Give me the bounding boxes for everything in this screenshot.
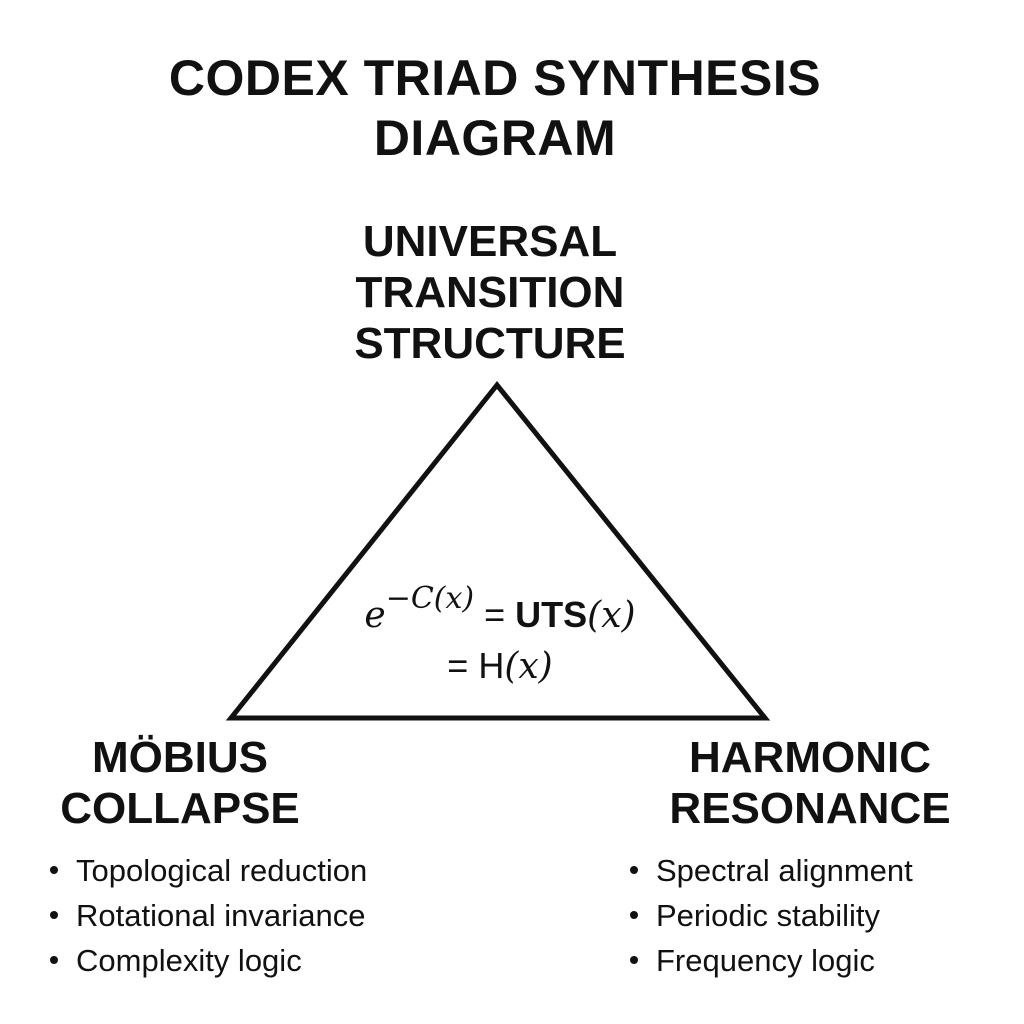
central-equation: e−C(x) = UTS(x) = H(x): [330, 580, 670, 692]
bullet-dot-icon: [630, 865, 638, 874]
list-item: Topological reduction: [50, 848, 367, 893]
bullet-dot-icon: [630, 955, 638, 964]
list-item-text: Complexity logic: [76, 943, 302, 978]
list-item-text: Periodic stability: [656, 898, 880, 933]
list-item-text: Topological reduction: [76, 853, 368, 888]
bullet-dot-icon: [630, 910, 638, 919]
right-bullet-list: Spectral alignment Periodic stability Fr…: [630, 848, 913, 983]
list-item: Spectral alignment: [630, 848, 913, 893]
list-item-text: Frequency logic: [656, 943, 875, 978]
top-node-label-line-3: STRUCTURE: [354, 319, 626, 368]
right-node-label-line-2: RESONANCE: [669, 784, 951, 833]
list-item-text: Rotational invariance: [76, 898, 366, 933]
diagram-title-line-1: CODEX TRIAD SYNTHESIS: [168, 50, 822, 106]
list-item: Periodic stability: [630, 893, 913, 938]
equation-base: e: [364, 595, 386, 636]
equation-equals-1: =: [474, 594, 516, 635]
diagram-title-line-2: DIAGRAM: [373, 110, 617, 166]
bullet-dot-icon: [50, 955, 58, 964]
equation-h: H: [478, 645, 505, 686]
bullet-dot-icon: [50, 910, 58, 919]
left-node-label: MÖBIUS COLLAPSE: [30, 732, 330, 834]
right-node-label-line-1: HARMONIC: [689, 733, 931, 782]
equation-line-2: = H(x): [330, 641, 670, 692]
list-item-text: Spectral alignment: [656, 853, 913, 888]
left-node-label-line-1: MÖBIUS: [92, 733, 268, 782]
bullet-dot-icon: [50, 865, 58, 874]
diagram-title: CODEX TRIAD SYNTHESIS DIAGRAM: [0, 48, 990, 168]
equation-uts-arg: (x): [587, 595, 636, 636]
top-node-label-line-1: UNIVERSAL: [362, 217, 618, 266]
equation-h-arg: (x): [504, 646, 553, 687]
list-item: Frequency logic: [630, 938, 913, 983]
equation-exponent: −C(x): [385, 581, 475, 616]
list-item: Rotational invariance: [50, 893, 367, 938]
equation-uts: UTS: [515, 594, 588, 635]
equation-line-1: e−C(x) = UTS(x): [330, 580, 670, 641]
list-item: Complexity logic: [50, 938, 367, 983]
top-node-label-line-2: TRANSITION: [355, 268, 625, 317]
equation-equals-2: =: [447, 645, 479, 686]
left-bullet-list: Topological reduction Rotational invaria…: [50, 848, 367, 983]
top-node-label: UNIVERSAL TRANSITION STRUCTURE: [320, 216, 660, 369]
triangle-outline: [225, 381, 771, 721]
right-node-label: HARMONIC RESONANCE: [640, 732, 980, 834]
left-node-label-line-2: COLLAPSE: [60, 784, 300, 833]
